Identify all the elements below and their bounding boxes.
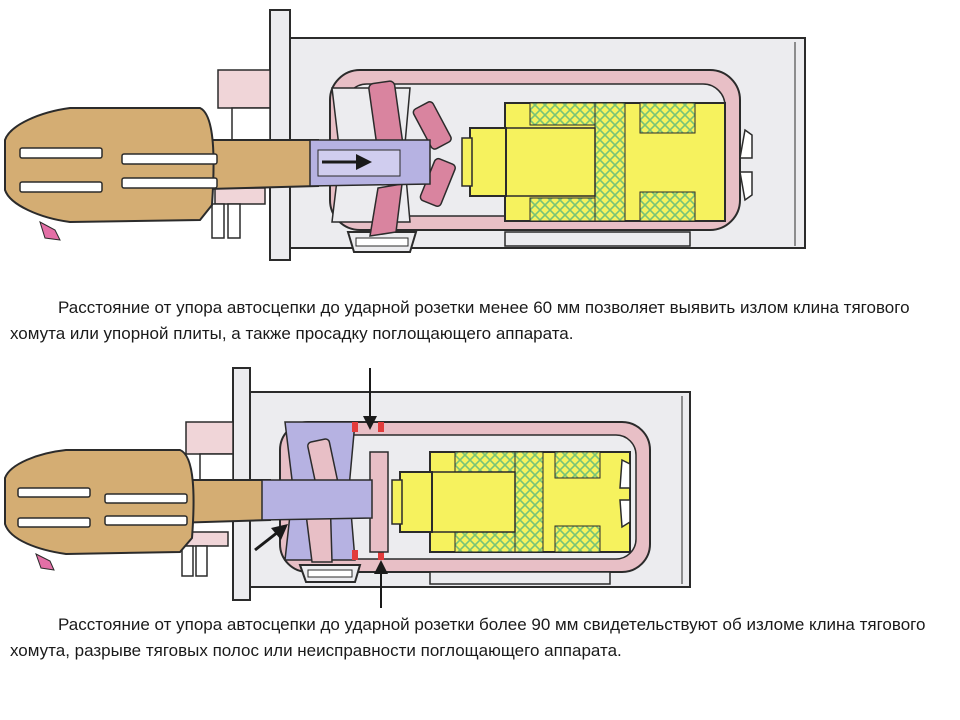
coupler-head xyxy=(4,449,195,571)
yoke-key-pieces xyxy=(368,80,456,237)
draft-gear-diagram-normal xyxy=(4,9,806,261)
draft-gear-absorber xyxy=(391,451,631,553)
shank-movement-arrow xyxy=(254,524,288,552)
draft-gear-absorber xyxy=(461,102,753,222)
shank-movement-arrow xyxy=(322,154,372,170)
caption-short-distance-text: Расстояние от упора автосцепки до ударно… xyxy=(10,298,910,343)
caption-long-distance-text: Расстояние от упора автосцепки до ударно… xyxy=(10,615,926,660)
draft-gear-diagram-fault xyxy=(4,367,691,608)
gap-arrow-bottom xyxy=(374,560,388,608)
gap-markers xyxy=(352,422,384,560)
caption-short-distance: Расстояние от упора автосцепки до ударно… xyxy=(10,295,945,347)
gap-arrow-top xyxy=(363,368,377,430)
coupler-head xyxy=(4,107,218,241)
caption-long-distance: Расстояние от упора автосцепки до ударно… xyxy=(10,612,945,664)
